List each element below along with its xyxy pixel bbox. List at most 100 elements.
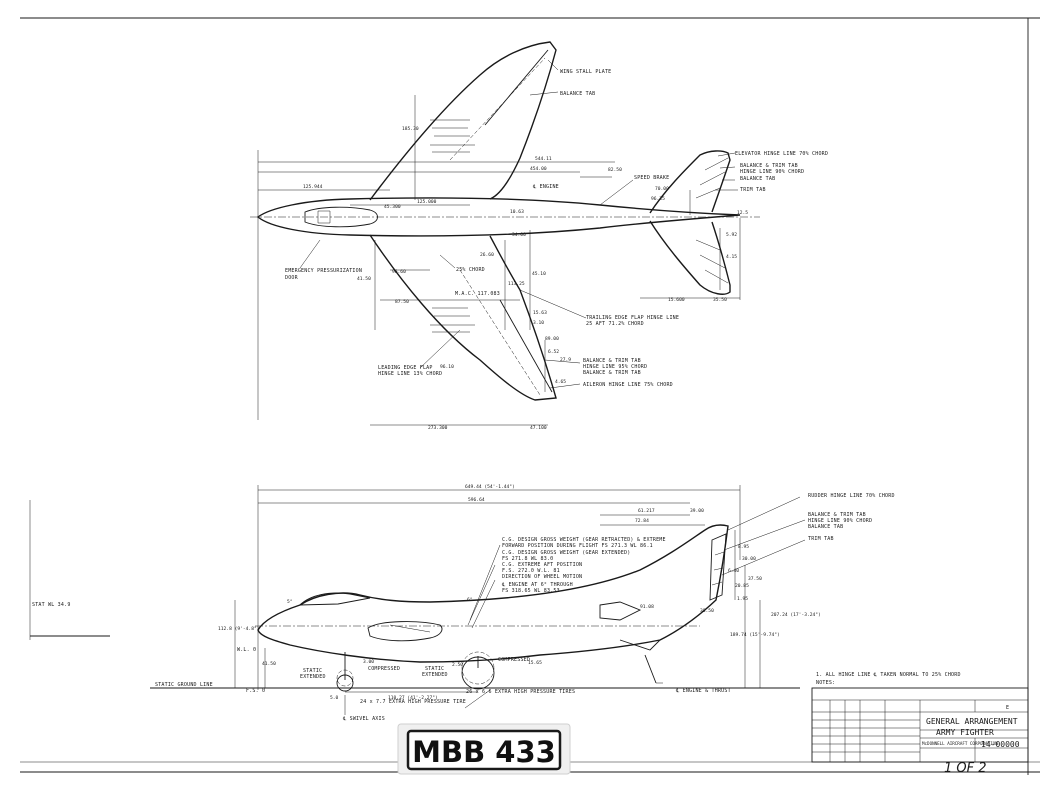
dim-61-217: 61.217 [638,508,655,514]
plan-dimension-lines [257,95,741,426]
label-trim-tab-2: TRIM TAB [808,536,834,542]
dim-35-50: 35.50 [713,297,727,303]
dim-6-52: 6.52 [548,349,559,355]
label-wheel-motion: DIRECTION OF WHEEL MOTION [502,574,582,580]
label-rudder-hinge: RUDDER HINGE LINE 70% CHORD [808,493,895,499]
upper-tail-outline [649,150,731,214]
dim-20-85: 20.85 [735,583,749,589]
lower-tail-outline [649,220,731,295]
lower-wing-outline [369,234,557,401]
title-block: GENERAL ARRANGEMENT ARMY FIGHTER McDONNE… [811,687,1029,763]
label-fs0: F.S. 0 [246,688,265,694]
dim-96-35: 96.35 [651,196,665,202]
profile-view: RUDDER HINGE LINE 70% CHORD BALANCE & TR… [29,484,961,722]
label-aileron-hinge: AILERON HINGE LINE 75% CHORD [583,382,673,388]
label-trailing-edge-flap: TRAILING EDGE FLAP HINGE LINE [586,315,679,321]
dim-34-00: 34.00 [512,232,526,238]
label-tires-main: 26 x 6.6 EXTRA HIGH PRESSURE TIRES [466,689,575,695]
mbb-stamp: MBB 433 [397,723,571,775]
dim-8-95: 8.95 [738,544,749,550]
dim-544-11: 544.11 [535,156,552,162]
dim-70-00: 70.00 [655,186,669,192]
label-balance-trim-tab-3: BALANCE & TRIM TAB [583,358,641,364]
dim-30-00: 30.00 [742,556,756,562]
dim-38-50: 38.50 [700,608,714,614]
plan-view: WING STALL PLATE BALANCE TAB ELEVATOR HI… [250,41,828,431]
label-hinge-line-90b: HINGE LINE 90% CHORD [808,518,872,524]
label-wing-stall-plate: WING STALL PLATE [560,69,611,75]
dim-1-95: 1.95 [737,596,748,602]
label-balance-trim-tab-5: BALANCE & TRIM TAB [808,512,866,518]
label-leading-edge-flap: LEADING EDGE FLAP [378,365,433,371]
main-landing-gear [461,651,495,690]
dim-4-65: 4.65 [555,379,566,385]
nose-landing-gear [336,652,354,692]
label-balance-trim-tab-1: BALANCE & TRIM TAB [740,163,798,169]
label-static-ext-1: STATIC [303,668,322,674]
dim-6-40: 6.40 [728,568,739,574]
dim-45-10: 45.10 [532,271,546,277]
dim-185-30: 185.30 [402,126,419,132]
label-wl: W.L. 0 [237,647,256,653]
dim-113-25: 113.25 [508,281,525,287]
dim-angle-6: 6° [467,597,473,603]
label-left-remnant: STAT WL 34.9 [32,602,71,608]
label-trim-tab: TRIM TAB [740,187,766,193]
dim-5-92: 5.92 [726,232,737,238]
dim-207-24: 207.24 (17'-3.24") [771,612,821,618]
dim-96-60: 96.60 [392,269,406,275]
label-door: DOOR [285,275,299,281]
label-chord-25: 25% CHORD [456,267,485,273]
dim-596-64: 596.64 [468,497,485,503]
upper-wing-outline [369,41,557,201]
label-static-ground: STATIC GROUND LINE [155,682,213,688]
dim-10-63: 10.63 [510,209,524,215]
label-balance-tab-3: BALANCE TAB [808,524,843,530]
dim-125-944: 125.944 [303,184,323,190]
label-notes-1: 1. ALL HINGE LINE ℄ TAKEN NORMAL TO 25% … [816,672,961,678]
dim-15-600: 15.600 [668,297,685,303]
profile-dimension-lines [234,485,761,693]
label-elevator-hinge: ELEVATOR HINGE LINE 70% CHORD [735,151,828,157]
label-swivel-axis: ℄ SWIVEL AXIS [342,716,385,722]
fuselage-profile-outline [257,524,729,663]
label-balance-tab-2: BALANCE TAB [740,176,775,182]
title-size: E [1006,705,1009,711]
label-static-ext-2: EXTENDED [300,674,326,680]
dim-angle-5: 5° [287,599,293,605]
dim-37-50: 37.50 [748,576,762,582]
title-company: McDONNELL AIRCRAFT CORPORATION [922,741,998,746]
profile-leader-lines [344,496,806,715]
label-tires-nose: 24 x 7.7 EXTRA HIGH PRESSURE TIRE [360,699,466,705]
label-cg-design-1: C.G. DESIGN GROSS WEIGHT (GEAR RETRACTED… [502,537,666,543]
label-balance-tab: BALANCE TAB [560,91,595,97]
dim-96-10: 96.10 [440,364,454,370]
dim-273-300: 273.300 [428,425,448,431]
dim-87-50: 87.50 [395,299,409,305]
label-c-thrust: ℄ ENGINE & THRUST [675,688,731,694]
label-leading-edge-flap-2: HINGE LINE 13% CHORD [378,371,442,377]
dim-overall-length: 649.44 (54'-1.44") [465,484,515,490]
dim-2-50: 2.50 [452,662,463,668]
label-cg-extreme-2: F.S. 272.0 W.L. 81 [502,568,560,574]
sheet-number: 1 OF 2 [944,761,987,776]
dim-82-50: 82.50 [608,167,622,173]
label-notes-title: NOTES: [816,680,835,686]
label-cg-design-2: FORWARD POSITION DURING FLIGHT FS 271.3 … [502,543,653,549]
fuselage-plan-outline [256,197,741,237]
dim-110-27: 110.27 (41'-2.27") [388,695,438,701]
label-engine-line-2: FS 318.65 WL 83.53 [502,588,560,594]
label-engine-line-1: ℄ ENGINE AT 6° THROUGH [501,582,573,588]
dim-47-100: 47.100 [530,425,547,431]
tail-bumper [644,654,663,684]
dim-91-08: 91.08 [640,604,654,610]
stamp-text: MBB 433 [412,735,556,769]
label-static-ext-3: STATIC [425,666,444,672]
dim-39-00: 39.00 [690,508,704,514]
label-hinge-line-90: HINGE LINE 90% CHORD [740,169,804,175]
dim-72-84: 72.84 [635,518,649,524]
dim-5-0: 5.0 [330,695,339,701]
dim-45-300: 45.300 [384,204,401,210]
dim-41-50b: 41.50 [262,661,276,667]
